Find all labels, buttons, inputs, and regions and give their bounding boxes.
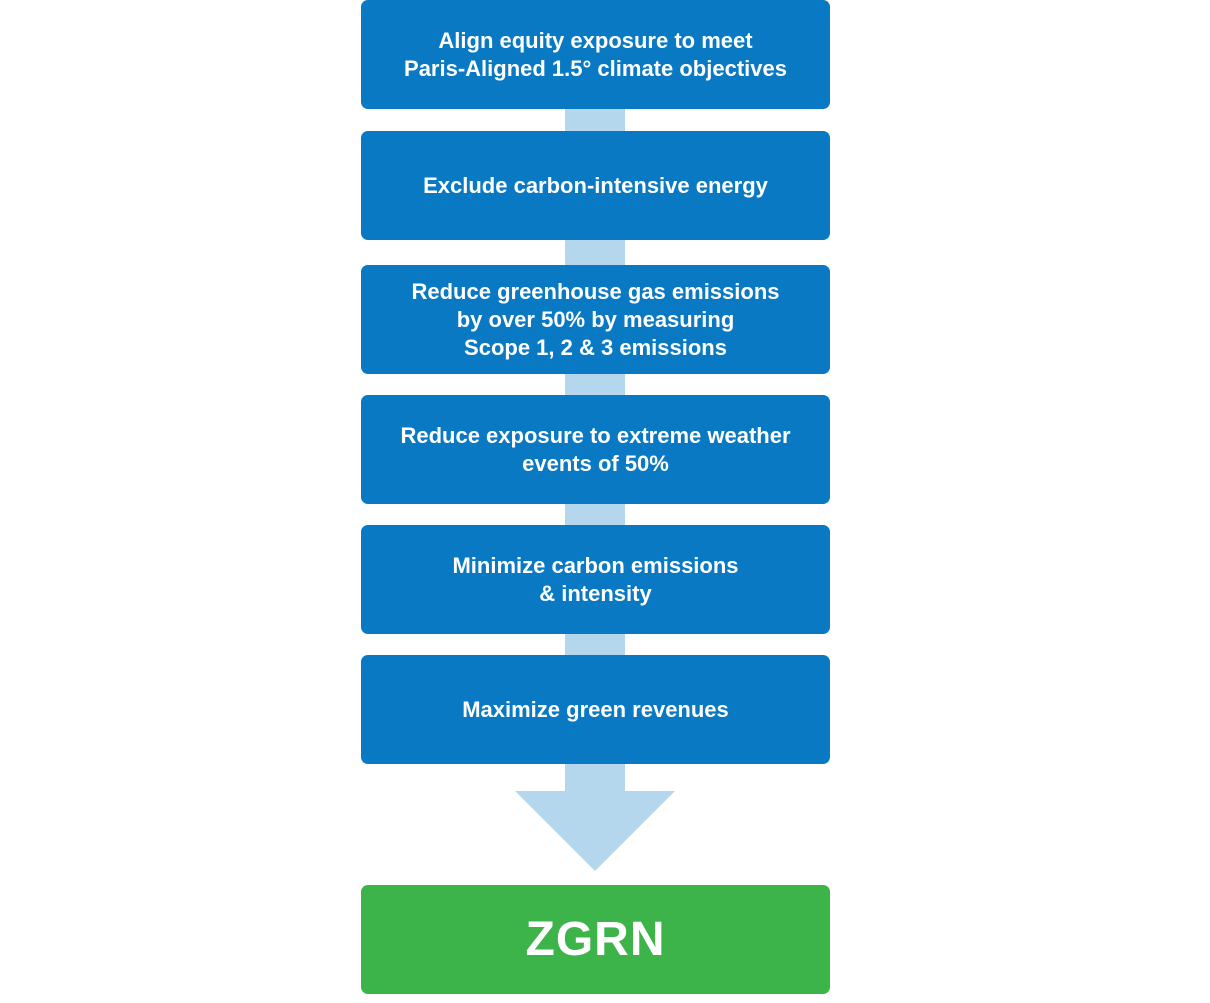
step-label-5: Minimize carbon emissions & intensity xyxy=(452,552,739,606)
step-label-6: Maximize green revenues xyxy=(462,696,729,722)
step-label-2: Exclude carbon-intensive energy xyxy=(423,172,768,198)
step-box-3: Reduce greenhouse gas emissions by over … xyxy=(361,265,830,374)
down-arrow-icon xyxy=(515,791,675,871)
step-label-3: Reduce greenhouse gas emissions by over … xyxy=(411,278,780,360)
step-label-4: Reduce exposure to extreme weather event… xyxy=(400,422,791,476)
result-label: ZGRN xyxy=(525,913,666,966)
step-box-1: Align equity exposure to meet Paris-Alig… xyxy=(361,0,830,109)
step-box-2: Exclude carbon-intensive energy xyxy=(361,131,830,240)
step-label-1: Align equity exposure to meet Paris-Alig… xyxy=(404,27,787,81)
result-box: ZGRN xyxy=(361,885,830,994)
step-box-6: Maximize green revenues xyxy=(361,655,830,764)
step-box-4: Reduce exposure to extreme weather event… xyxy=(361,395,830,504)
step-box-5: Minimize carbon emissions & intensity xyxy=(361,525,830,634)
